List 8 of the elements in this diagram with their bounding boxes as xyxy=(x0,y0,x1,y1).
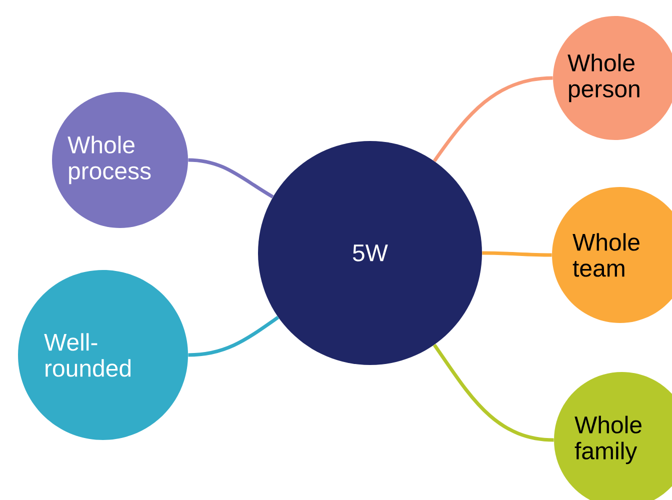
circle-node: Well-rounded xyxy=(18,270,188,440)
connector-line xyxy=(188,158,274,198)
circle-node: Whole process xyxy=(52,92,188,228)
connector-line xyxy=(432,344,554,442)
connector-line xyxy=(188,316,280,357)
circle-node: 5W xyxy=(258,141,482,365)
connector-line xyxy=(432,76,553,162)
connector-line xyxy=(482,251,552,257)
